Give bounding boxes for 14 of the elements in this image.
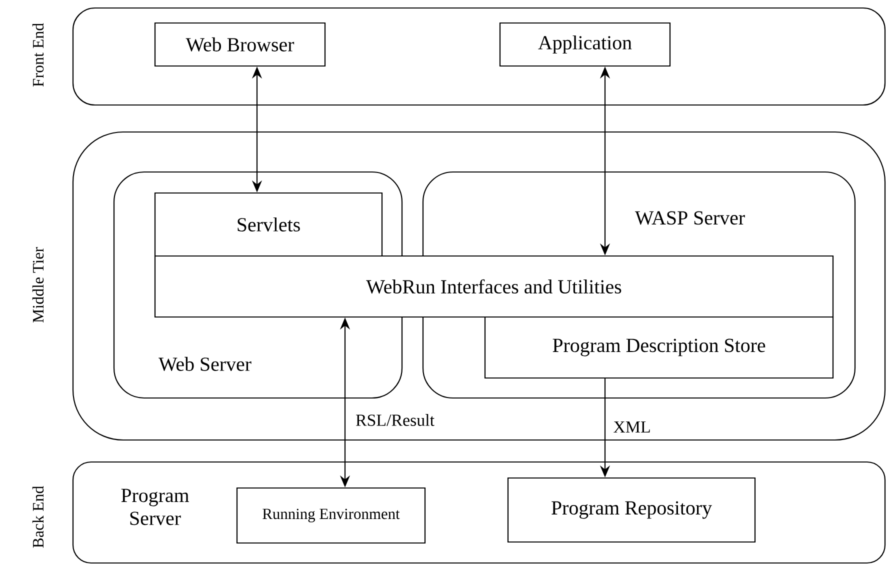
process-box: Servlets [154,192,383,257]
edge-label: XML [612,420,652,434]
process-box: Application [499,22,671,67]
process-box: Program Repository [507,477,756,543]
process-box: Web Browser [154,22,326,67]
tier-label: Middle Tier [32,247,44,323]
process-box: Running Environment [236,487,426,544]
container-label: Web Server [158,356,252,372]
tier-label: Front End [32,23,44,87]
edge-label: RSL/Result [354,412,436,428]
tier-label: Back End [32,486,44,548]
process-box: Program Description Store [484,316,834,379]
band-text: Program Server [121,488,189,526]
container-label: WASP Server [634,211,745,225]
